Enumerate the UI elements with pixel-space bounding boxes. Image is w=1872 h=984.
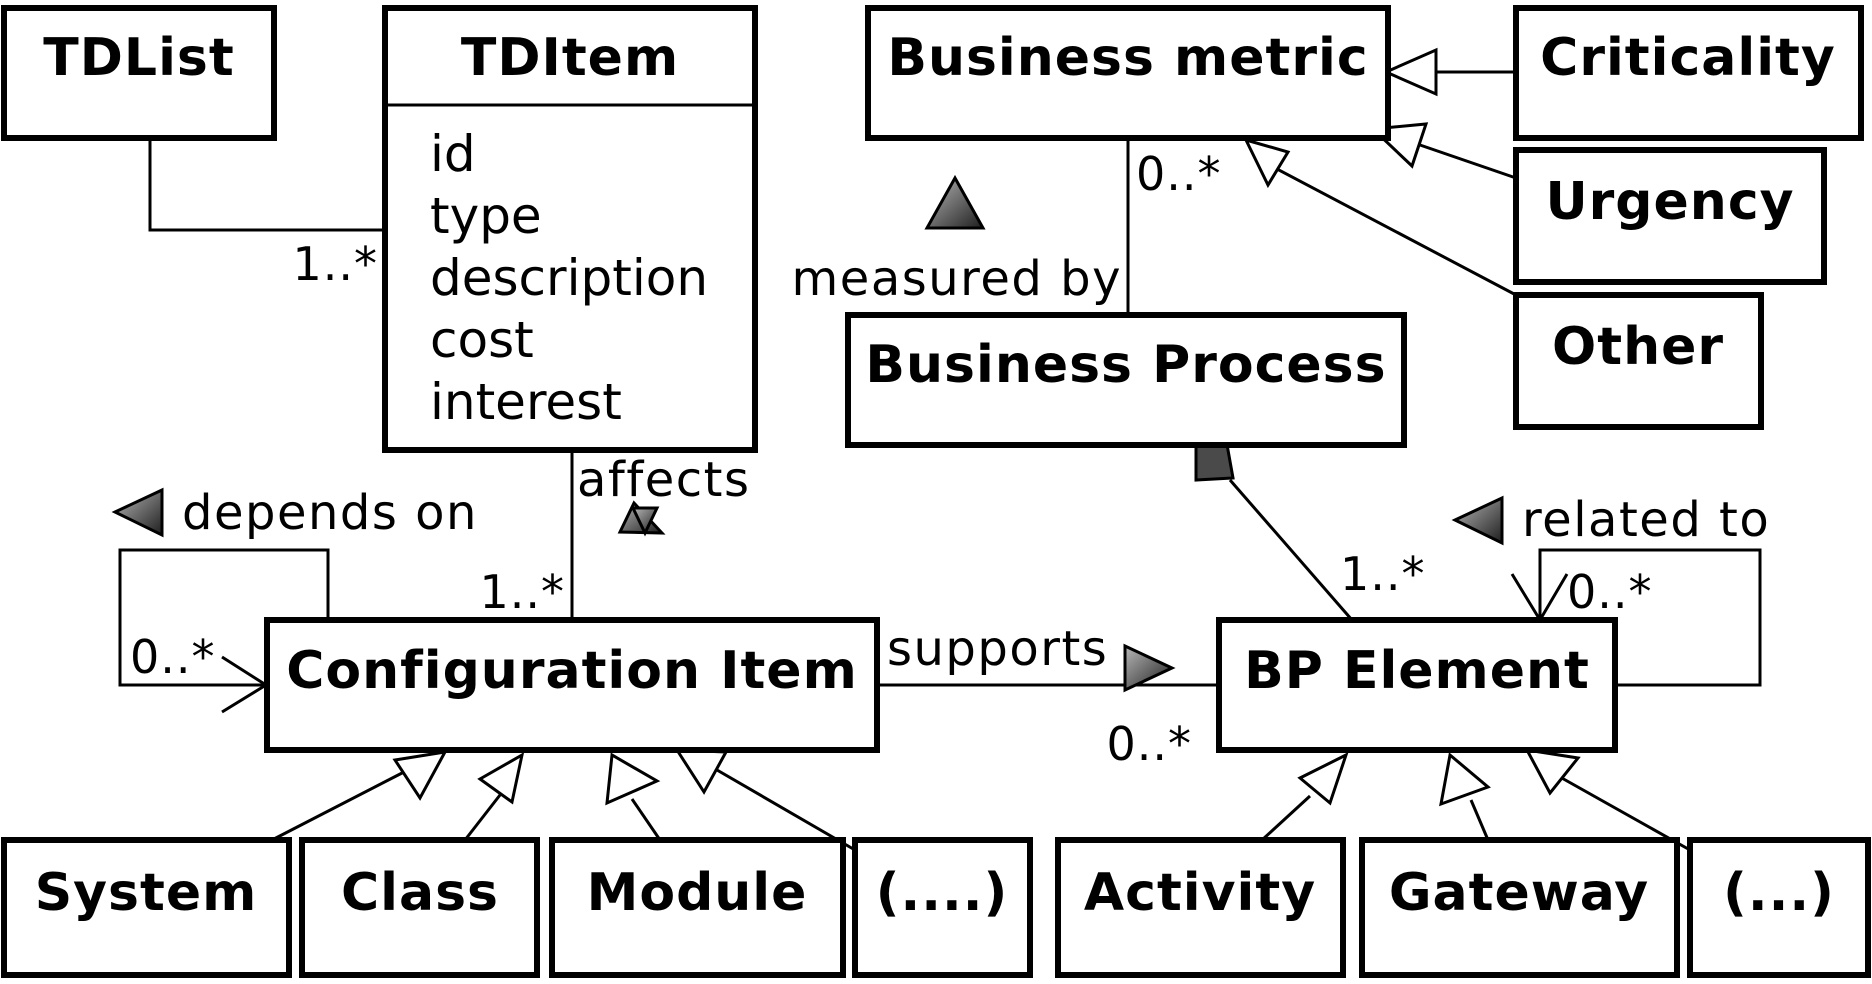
class-generalization xyxy=(463,794,502,841)
class-arrowhead xyxy=(477,752,525,805)
module-arrowhead xyxy=(605,752,661,806)
tdlist-tditem-association xyxy=(148,140,385,232)
class-other: Other xyxy=(1513,292,1764,430)
multiplicity-related-self: 0..* xyxy=(1567,565,1653,619)
system-arrowhead xyxy=(392,750,448,801)
supports-label: supports xyxy=(887,621,1108,677)
class-tdlist: TDList xyxy=(1,5,277,141)
tditem-name: TDItem xyxy=(461,28,679,88)
ci-more-name: (....) xyxy=(876,863,1009,923)
supports-direction-icon xyxy=(1123,643,1176,693)
business-metric-box xyxy=(865,5,1391,141)
module-box xyxy=(549,837,846,978)
tditem-attribute: cost xyxy=(430,311,534,369)
tditem-attribute: id xyxy=(430,125,476,183)
tditem-attribute: description xyxy=(430,249,708,307)
system-name: System xyxy=(35,863,258,923)
activity-generalization xyxy=(1260,794,1312,842)
bp-more-box xyxy=(1687,837,1871,978)
multiplicity-labels: 1..* 0..* 1..* 0..* 0..* 1..* 0..* xyxy=(130,147,1653,771)
module-generalization xyxy=(630,798,662,841)
urgency-box xyxy=(1513,147,1827,285)
multiplicity-metric-process: 0..* xyxy=(1136,147,1222,201)
affects-label: affects xyxy=(577,452,750,508)
class-gateway: Gateway xyxy=(1359,837,1680,978)
multiplicity-depends-self: 0..* xyxy=(130,630,216,684)
ci-more-box xyxy=(852,837,1033,978)
tdlist-name: TDList xyxy=(43,28,234,88)
affects-direction-shape-icon xyxy=(630,506,660,537)
class-tditem: TDItem id type description cost interest xyxy=(382,5,758,453)
direction-markers xyxy=(111,174,1504,693)
class-name: Class xyxy=(341,863,499,923)
tditem-attribute: interest xyxy=(430,373,622,431)
multiplicity-supports-ci: 0..* xyxy=(1106,717,1192,771)
other-arrowhead xyxy=(1243,137,1291,189)
activity-arrowhead xyxy=(1297,752,1349,806)
tdlist-box xyxy=(1,5,277,141)
class-system: System xyxy=(1,837,292,978)
depends-on-direction-icon xyxy=(111,487,164,538)
measured-by-direction-icon xyxy=(924,174,986,230)
other-name: Other xyxy=(1552,317,1724,377)
bp-more-name: (...) xyxy=(1723,863,1835,923)
multiplicity-affects-ci: 1..* xyxy=(479,565,565,619)
class-criticality: Criticality xyxy=(1513,5,1864,141)
configuration-item-name: Configuration Item xyxy=(286,641,858,701)
other-box xyxy=(1513,292,1764,430)
multiplicity-tdlist-tditem: 1..* xyxy=(292,237,378,291)
configuration-item-box xyxy=(264,617,880,753)
tditem-box xyxy=(382,5,758,453)
criticality-box xyxy=(1513,5,1864,141)
bp-element-name: BP Element xyxy=(1244,641,1590,701)
class-business-metric: Business metric xyxy=(865,5,1391,141)
related-to-direction-icon xyxy=(1451,495,1504,546)
tditem-attribute: type xyxy=(430,187,542,245)
class-business-process: Business Process xyxy=(845,312,1407,448)
activity-name: Activity xyxy=(1084,863,1316,923)
class-class: Class xyxy=(299,837,540,978)
related-to-association xyxy=(1538,548,1762,687)
system-box xyxy=(1,837,292,978)
criticality-name: Criticality xyxy=(1540,28,1836,88)
composition-line xyxy=(1228,479,1354,621)
module-name: Module xyxy=(587,863,808,923)
gateway-name: Gateway xyxy=(1389,863,1649,923)
business-metric-name: Business metric xyxy=(887,28,1368,88)
class-box xyxy=(299,837,540,978)
association-labels: measured by affects depends on supports … xyxy=(182,251,1770,677)
depends-on-association xyxy=(118,548,330,687)
depends-on-label: depends on xyxy=(182,485,478,541)
business-process-name: Business Process xyxy=(865,335,1386,395)
class-activity: Activity xyxy=(1055,837,1346,978)
measured-by-label: measured by xyxy=(792,251,1122,307)
other-generalization xyxy=(1259,158,1517,297)
multiplicity-composition-bp: 1..* xyxy=(1340,547,1426,601)
gateway-box xyxy=(1359,837,1680,978)
class-module: Module xyxy=(549,837,846,978)
class-configuration-item: Configuration Item xyxy=(264,617,880,753)
class-ci-more: (....) xyxy=(852,837,1033,978)
gateway-arrowhead xyxy=(1439,752,1491,807)
bp-element-box xyxy=(1216,617,1618,753)
ci-more-generalization xyxy=(716,768,856,852)
criticality-arrowhead xyxy=(1382,47,1438,97)
class-bp-more: (...) xyxy=(1687,837,1871,978)
connectors xyxy=(118,70,1762,852)
bp-more-arrowhead xyxy=(1524,748,1581,796)
activity-box xyxy=(1055,837,1346,978)
class-urgency: Urgency xyxy=(1513,147,1827,285)
related-to-label: related to xyxy=(1522,492,1770,548)
urgency-generalization xyxy=(1419,143,1517,180)
business-process-box xyxy=(845,312,1407,448)
gateway-generalization xyxy=(1469,799,1490,841)
system-generalization xyxy=(271,770,405,842)
urgency-name: Urgency xyxy=(1545,172,1794,232)
class-bp-element: BP Element xyxy=(1216,617,1618,753)
